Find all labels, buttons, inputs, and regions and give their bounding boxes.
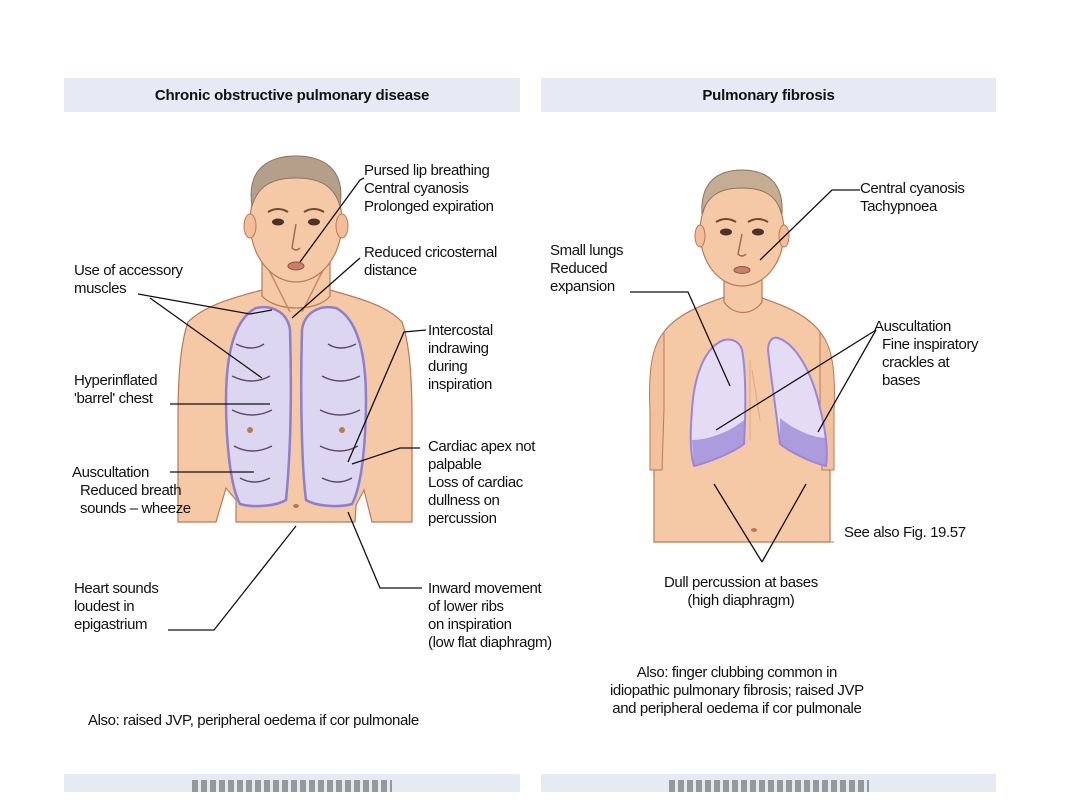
label-cardiac-apex: Cardiac apex not palpable Loss of cardia… <box>428 438 536 527</box>
fibrosis-title: Pulmonary fibrosis <box>702 86 835 104</box>
fibrosis-hair <box>701 169 783 215</box>
label-dull-percussion: Dull percussion at bases (high diaphragm… <box>664 574 818 609</box>
copd-leader-lines <box>137 177 427 631</box>
copd-header: Chronic obstructive pulmonary disease <box>64 78 520 112</box>
label-fibrosis-auscultation: Auscultation Fine inspiratory crackles a… <box>874 318 979 389</box>
fibrosis-footnote: Also: finger clubbing common in idiopath… <box>610 664 864 717</box>
label-see-also: See also Fig. 19.57 <box>844 524 966 541</box>
fibrosis-figure <box>630 169 877 563</box>
label-barrel-chest: Hyperinflated 'barrel' chest <box>74 372 158 407</box>
label-intercostal-indrawing: Intercostal indrawing during inspiration <box>428 322 493 393</box>
copd-figure <box>137 155 427 631</box>
copd-title: Chronic obstructive pulmonary disease <box>154 86 430 104</box>
fibrosis-header: Pulmonary fibrosis <box>541 78 996 112</box>
label-small-lungs: Small lungs Reduced expansion <box>550 242 624 295</box>
next-section-header-left <box>64 774 520 792</box>
copd-torso <box>177 289 413 523</box>
label-inward-movement: Inward movement of lower ribs on inspira… <box>428 580 552 651</box>
label-accessory-muscles: Use of accessory muscles <box>74 262 183 297</box>
copd-right-lung <box>224 305 293 508</box>
copd-left-lung <box>299 305 368 508</box>
copd-footnote: Also: raised JVP, peripheral oedema if c… <box>88 712 419 729</box>
label-pursed-lip-breathing: Pursed lip breathing Central cyanosis Pr… <box>364 162 494 215</box>
next-section-header-right <box>541 774 996 792</box>
label-reduced-cricosternal: Reduced cricosternal distance <box>364 244 497 279</box>
label-fibrosis-cyanosis: Central cyanosis Tachypnoea <box>860 180 965 215</box>
fibrosis-leader-lines <box>630 189 877 563</box>
label-copd-auscultation: Auscultation Reduced breath sounds – whe… <box>72 464 191 517</box>
label-heart-sounds: Heart sounds loudest in epigastrium <box>74 580 159 633</box>
copd-hair <box>250 155 342 207</box>
